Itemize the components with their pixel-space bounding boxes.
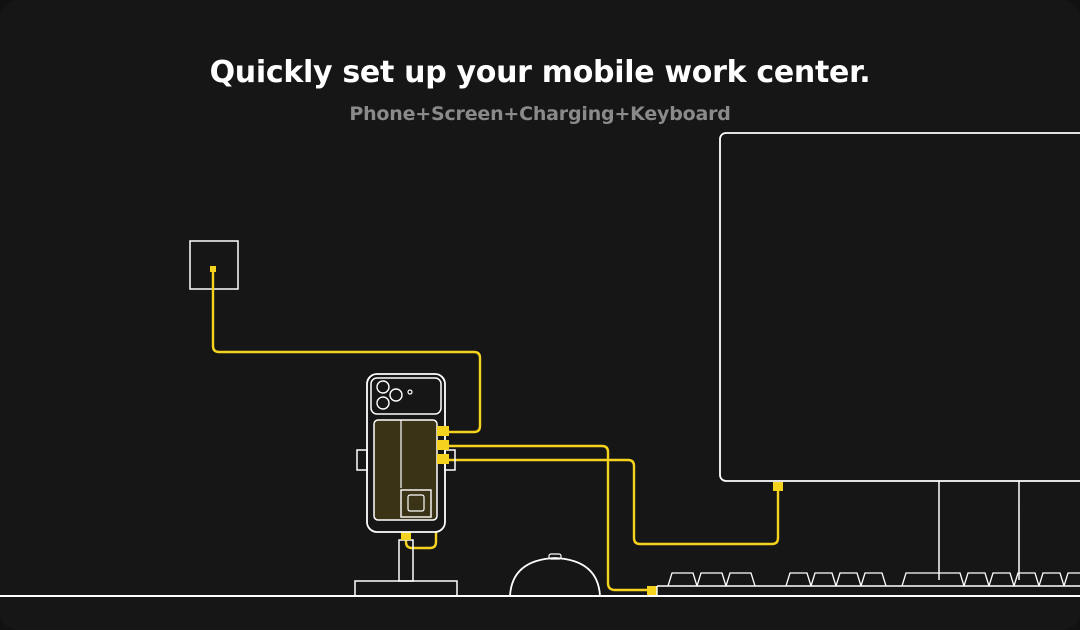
camera-flash — [407, 389, 413, 395]
monitor-port — [773, 482, 783, 491]
key — [1038, 572, 1065, 587]
cable-hub-to-monitor — [444, 458, 780, 546]
mouse — [509, 553, 601, 597]
key — [963, 572, 990, 587]
phone-clip-left — [356, 449, 368, 471]
key — [860, 572, 887, 587]
key — [1063, 572, 1080, 587]
hub-port-3 — [437, 454, 449, 464]
mouse-body — [509, 557, 601, 597]
cable-hub-to-keyboard — [444, 444, 652, 592]
cable-hub-to-stand — [404, 480, 438, 550]
hub-port-2 — [437, 440, 449, 450]
dock-button-inner — [407, 494, 425, 512]
camera-lens-2 — [376, 396, 390, 410]
keyboard-keys — [667, 572, 1080, 587]
cables — [211, 270, 780, 592]
monitor-screen — [719, 132, 1080, 482]
camera-lens-3 — [389, 388, 403, 402]
outlet-plug — [210, 266, 216, 272]
hub-port-1 — [437, 426, 449, 436]
key — [696, 572, 727, 587]
cable-outlet-to-hub — [211, 270, 482, 434]
page-subtitle: Phone+Screen+Charging+Keyboard — [349, 103, 731, 125]
key — [835, 572, 862, 587]
key — [901, 572, 965, 587]
key — [1013, 572, 1040, 587]
key — [988, 572, 1015, 587]
key — [785, 572, 812, 587]
mouse-wheel — [548, 553, 562, 560]
keyboard-cable-port — [647, 586, 657, 595]
key — [667, 572, 698, 587]
page-title: Quickly set up your mobile work center. — [209, 55, 871, 90]
camera-module — [370, 377, 442, 415]
monitor — [719, 132, 1080, 580]
stand-base — [354, 580, 458, 597]
dock-body — [373, 419, 438, 521]
camera-lens-1 — [376, 380, 390, 394]
phone — [356, 373, 456, 533]
keyboard — [647, 572, 1080, 596]
stand-connector — [401, 532, 411, 540]
phone-stand — [354, 532, 458, 597]
key — [725, 572, 756, 587]
dock-button — [400, 489, 432, 518]
key — [810, 572, 837, 587]
dock-hub — [373, 419, 449, 521]
